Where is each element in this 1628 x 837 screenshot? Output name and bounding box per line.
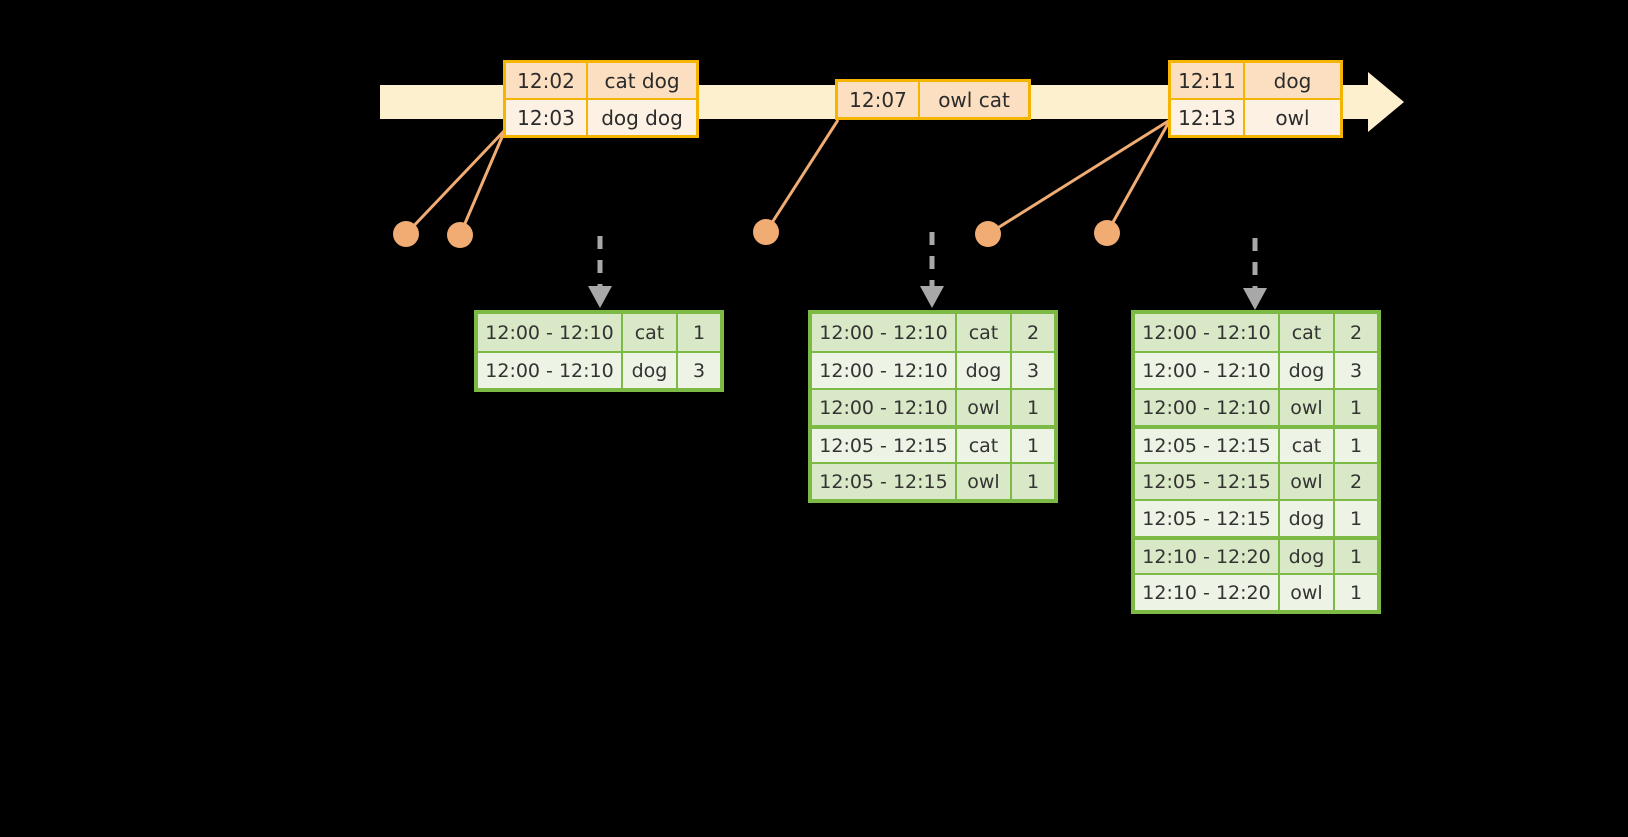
result-count: 1 (1349, 396, 1363, 419)
result-word: cat (957, 314, 1012, 351)
result-count: 1 (1349, 545, 1363, 568)
result-word: cat (623, 314, 678, 351)
result-word: owl (1280, 390, 1335, 425)
result-window: 12:00 - 12:10 (478, 314, 623, 351)
result-window: 12:00 - 12:10 (1135, 314, 1280, 351)
result-window: 12:00 - 12:10 (1135, 390, 1280, 425)
result-window: 12:10 - 12:20 (1135, 575, 1280, 610)
result-word: dog (1280, 540, 1335, 573)
result-word: owl (1280, 464, 1335, 499)
result-word: cat (1280, 429, 1335, 462)
result-window: 12:05 - 12:15 (1135, 429, 1280, 462)
result-count: 1 (1349, 507, 1363, 530)
event-box-group-3[interactable]: 12:11 dog 12:13 owl (1168, 60, 1343, 138)
connector-dot-12-11 (975, 221, 1001, 247)
event-payload: cat dog (588, 63, 696, 98)
result-window: 12:05 - 12:15 (1135, 464, 1280, 499)
result-count: 1 (1026, 470, 1040, 493)
event-row[interactable]: 12:13 owl (1171, 98, 1340, 135)
result-count: 1 (1349, 434, 1363, 457)
result-word: cat (957, 429, 1012, 462)
result-count: 3 (692, 359, 706, 382)
result-word: dog (1280, 501, 1335, 536)
result-word: dog (623, 353, 678, 388)
result-word: owl (957, 390, 1012, 425)
event-box-group-1[interactable]: 12:02 cat dog 12:03 dog dog (503, 60, 699, 138)
timeline-arrowhead-icon (1368, 72, 1404, 132)
event-payload: owl cat (920, 82, 1028, 117)
result-count: 2 (1349, 470, 1363, 493)
result-window: 12:00 - 12:10 (478, 353, 623, 388)
event-time: 12:13 (1171, 100, 1245, 135)
result-word: owl (957, 464, 1012, 499)
result-count: 3 (1349, 359, 1363, 382)
result-count: 2 (1349, 321, 1363, 344)
connector-dot-12-02 (393, 221, 419, 247)
event-time: 12:07 (838, 82, 920, 117)
event-time: 12:11 (1171, 63, 1245, 98)
result-count: 1 (1349, 581, 1363, 604)
event-time: 12:03 (506, 100, 588, 135)
event-payload: dog (1245, 63, 1340, 98)
result-word: dog (1280, 353, 1335, 388)
event-row[interactable]: 12:11 dog (1171, 63, 1340, 98)
event-row[interactable]: 12:07 owl cat (838, 82, 1028, 117)
event-payload: dog dog (588, 100, 696, 135)
connector-dot-12-03 (447, 222, 473, 248)
result-window: 12:10 - 12:20 (1135, 540, 1280, 573)
result-window: 12:00 - 12:10 (812, 390, 957, 425)
connector-dot-12-07 (753, 219, 779, 245)
result-count: 1 (1026, 396, 1040, 419)
result-window: 12:05 - 12:15 (1135, 501, 1280, 536)
event-row[interactable]: 12:03 dog dog (506, 98, 696, 135)
result-window: 12:05 - 12:15 (812, 464, 957, 499)
event-box-group-2[interactable]: 12:07 owl cat (835, 79, 1031, 120)
result-window: 12:00 - 12:10 (812, 314, 957, 351)
result-window: 12:00 - 12:10 (1135, 353, 1280, 388)
event-time: 12:02 (506, 63, 588, 98)
result-count: 1 (1026, 434, 1040, 457)
event-payload: owl (1245, 100, 1340, 135)
result-word: owl (1280, 575, 1335, 610)
result-window: 12:00 - 12:10 (812, 353, 957, 388)
result-word: cat (1280, 314, 1335, 351)
result-window: 12:05 - 12:15 (812, 429, 957, 462)
result-count: 2 (1026, 321, 1040, 344)
connector-dot-12-13 (1094, 220, 1120, 246)
result-word: dog (957, 353, 1012, 388)
result-count: 1 (692, 321, 706, 344)
event-row[interactable]: 12:02 cat dog (506, 63, 696, 98)
result-count: 3 (1026, 359, 1040, 382)
